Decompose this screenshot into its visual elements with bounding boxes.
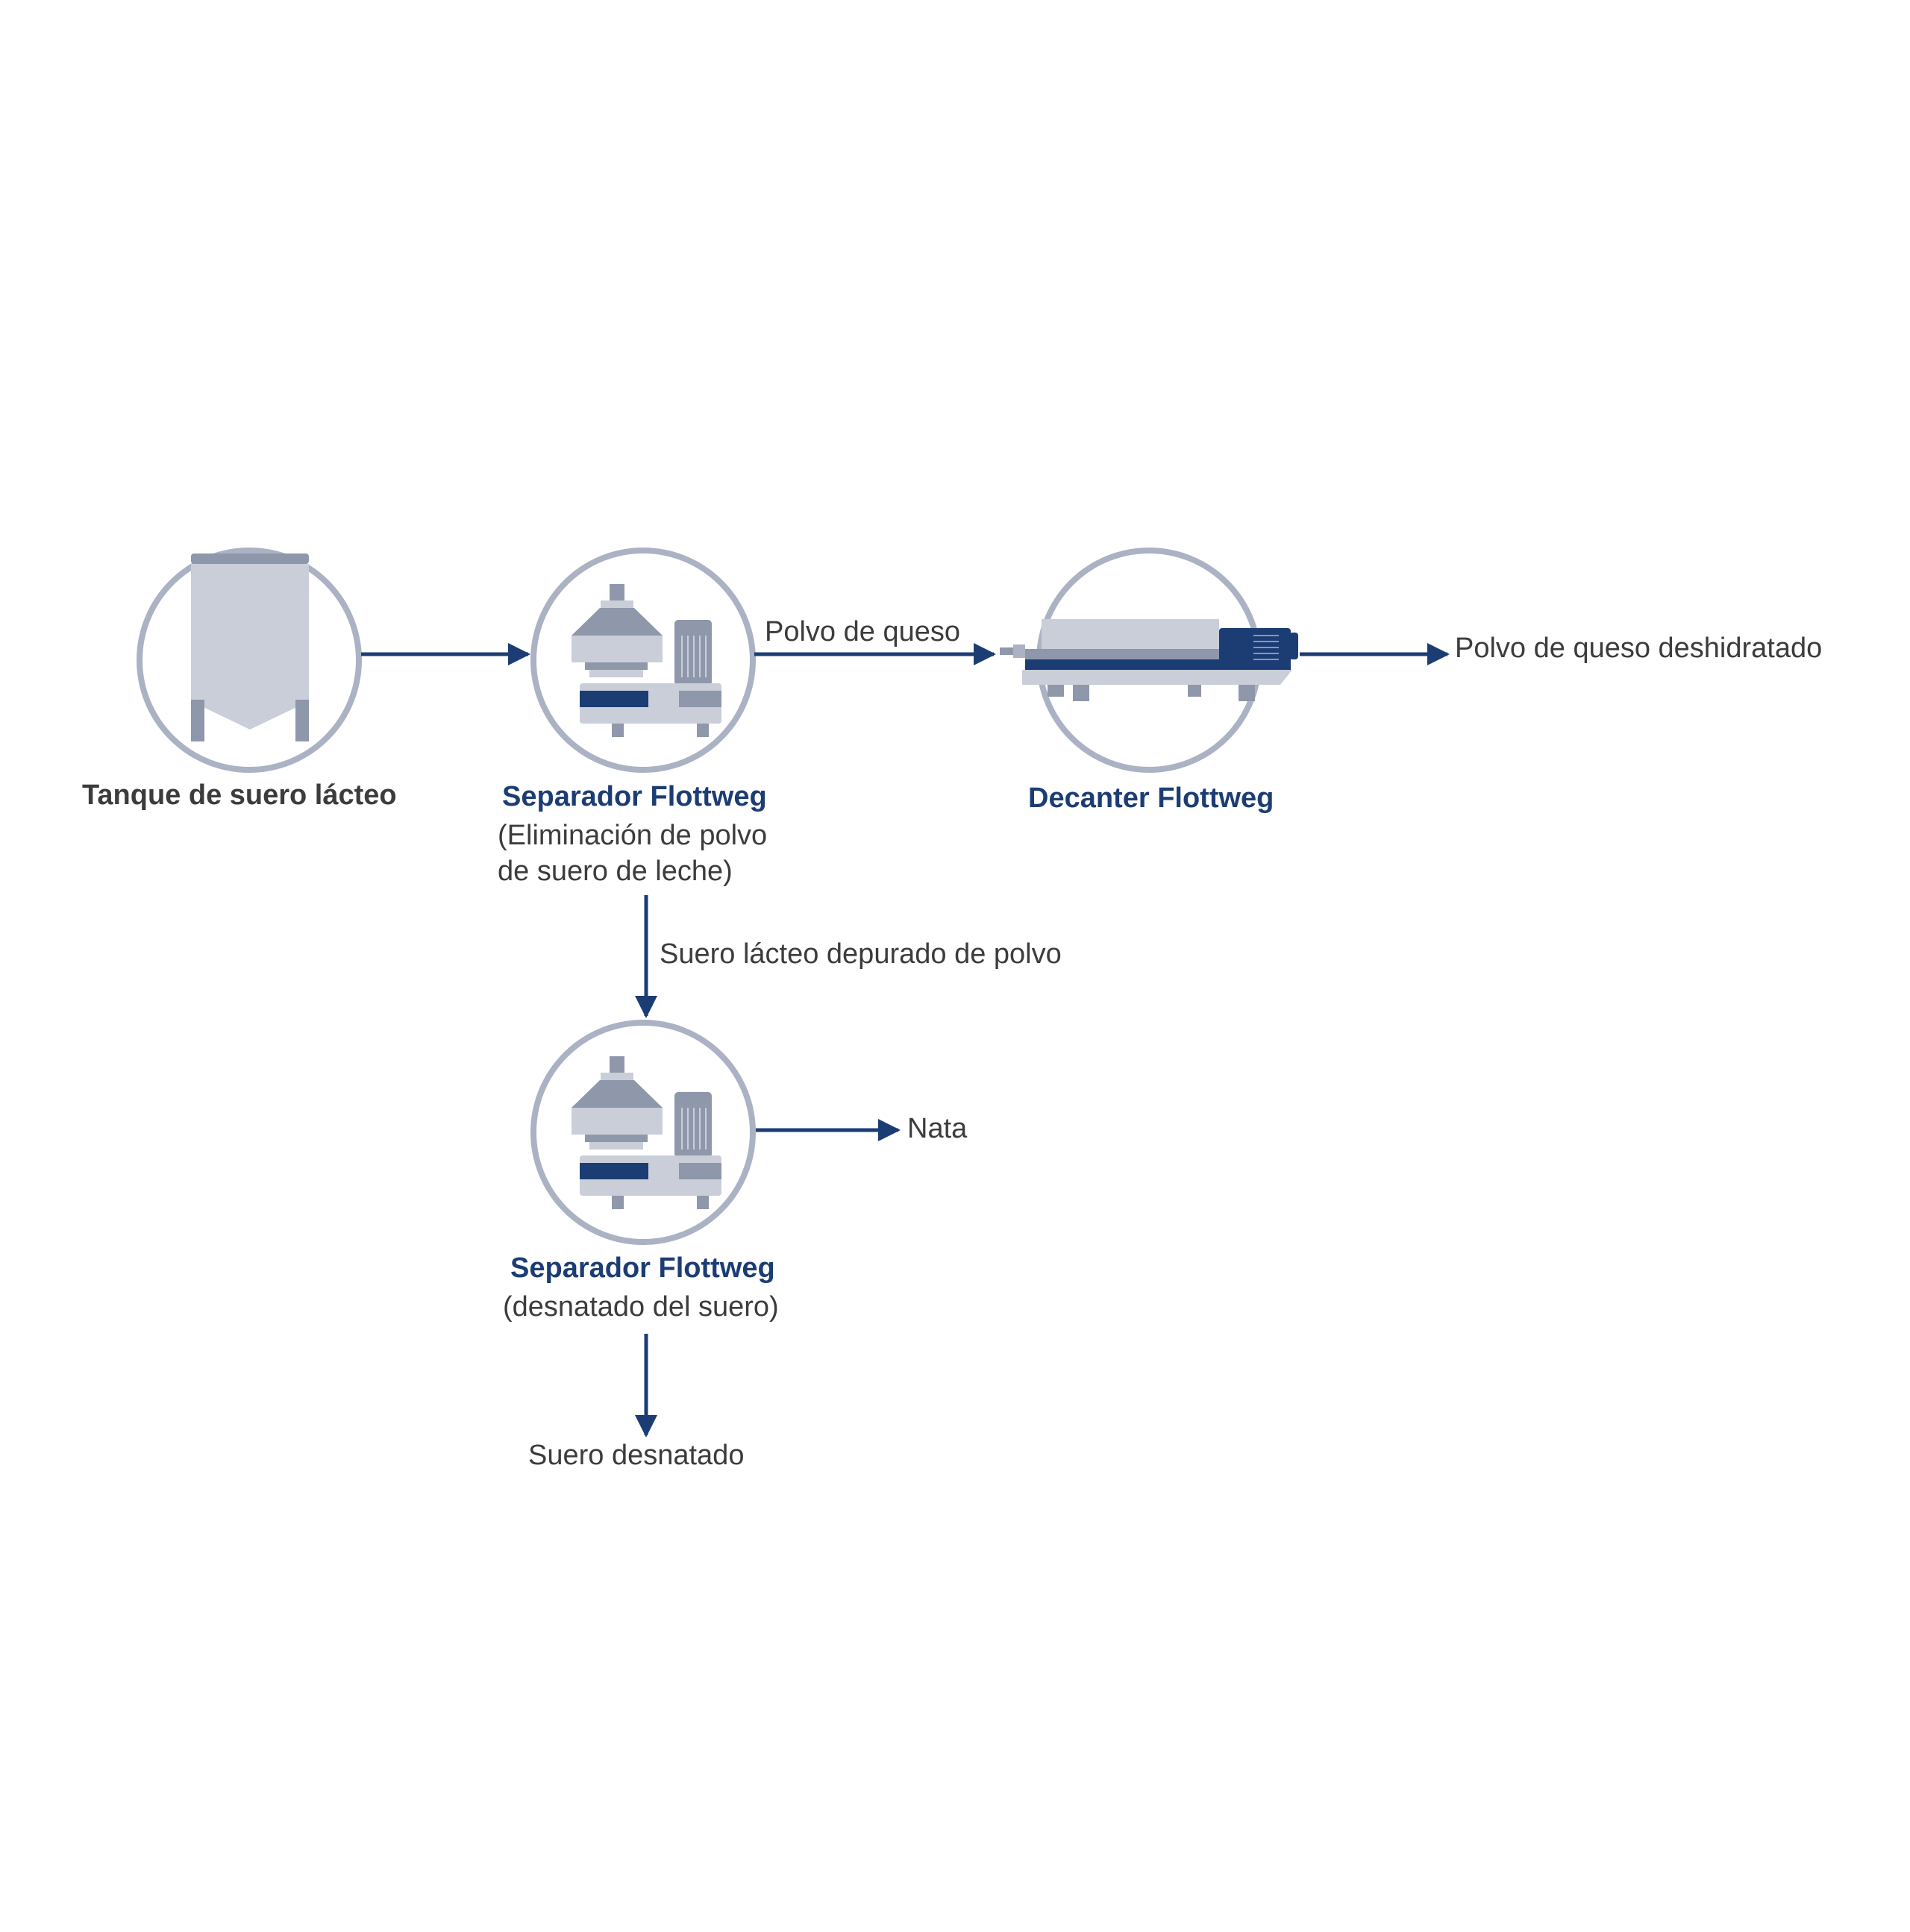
separator2-title: Separador Flottweg (510, 1252, 775, 1284)
separator1-title: Separador Flottweg (502, 781, 767, 812)
tank-icon (191, 553, 309, 741)
separator1-desc-line1: (Eliminación de polvo (498, 820, 768, 851)
separator1-ring (530, 548, 756, 773)
separator1-desc-line2: de suero de leche) (498, 856, 733, 887)
decanter-icon (1000, 619, 1298, 701)
tank-title: Tanque de suero lácteo (82, 780, 397, 811)
separator-icon (572, 1056, 721, 1209)
tank-node (137, 548, 362, 773)
separator1-node (530, 548, 756, 773)
flow-label-dried-cheese-powder: Polvo de queso deshidratado (1455, 633, 1823, 664)
separator-icon (572, 584, 721, 737)
flow-label-cheese-powder: Polvo de queso (765, 616, 960, 647)
flow-label-cream: Nata (907, 1113, 968, 1144)
separator2-node (530, 1020, 756, 1245)
decanter-node (1000, 548, 1298, 773)
flow-label-skimmed-whey: Suero desnatado (528, 1440, 745, 1471)
separator2-ring (530, 1020, 756, 1245)
separator2-desc: (desnatado del suero) (503, 1291, 779, 1323)
decanter-title: Decanter Flottweg (1028, 782, 1274, 814)
flow-label-clarified-whey: Suero lácteo depurado de polvo (660, 938, 1062, 970)
tank-ring (137, 548, 362, 773)
